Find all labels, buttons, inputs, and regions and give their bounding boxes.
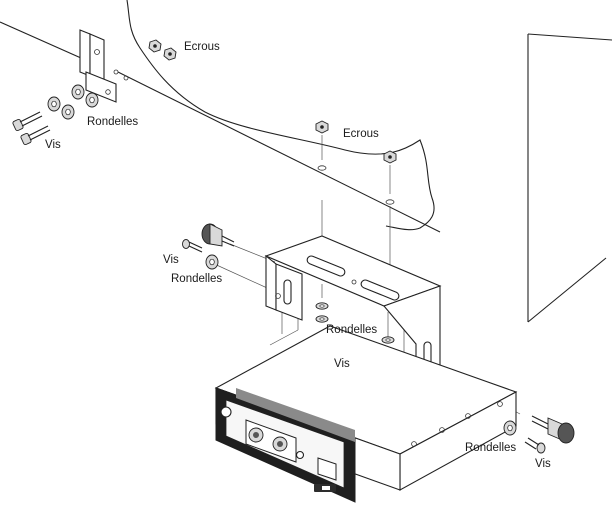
label-vis-top-left: Vis — [45, 139, 61, 151]
wall-bracket — [79, 29, 129, 103]
screws-top-left — [12, 111, 51, 146]
radio-device — [214, 325, 518, 503]
label-vis-bottom-right: Vis — [535, 458, 551, 470]
label-vis-center: Vis — [334, 358, 350, 370]
nuts-top-left — [148, 39, 177, 61]
label-vis-mid-left: Vis — [163, 254, 179, 266]
screw-mid-left — [182, 239, 203, 253]
label-rondelles-center: Rondelles — [326, 324, 377, 336]
knob-screw-right — [531, 415, 575, 444]
washers-top-left — [47, 84, 99, 120]
label-ecrous-center: Ecrous — [343, 128, 379, 140]
nuts-center — [315, 120, 397, 205]
label-ecrous-top-left: Ecrous — [184, 41, 220, 53]
screw-bottom-right — [524, 437, 546, 454]
washer-bottom-right — [503, 420, 517, 436]
washer-mid-left — [205, 254, 219, 270]
label-rondelles-bottom-right: Rondelles — [465, 442, 516, 454]
label-rondelles-mid-left: Rondelles — [171, 273, 222, 285]
mounting-surface — [0, 0, 612, 323]
label-rondelles-top-left: Rondelles — [87, 116, 138, 128]
knob-screw-left — [201, 223, 235, 247]
